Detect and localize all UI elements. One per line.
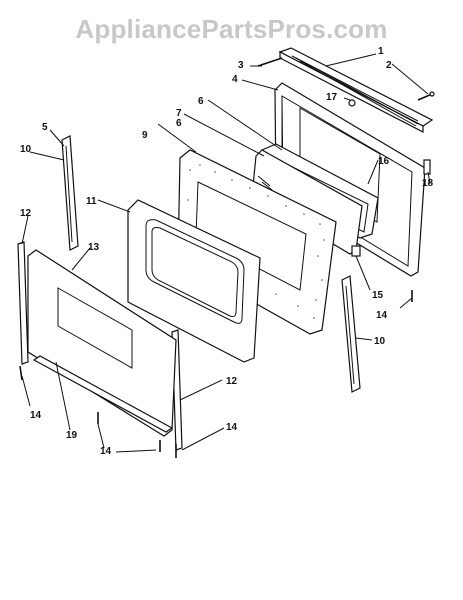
callout-10b: 10 [374, 336, 386, 347]
callout-6a: 6 [198, 96, 204, 107]
part-2-screw [417, 91, 435, 101]
part-11-door-liner [127, 199, 261, 363]
callout-14a: 14 [376, 310, 388, 321]
part-18-clip [423, 159, 431, 175]
callout-13: 13 [88, 242, 100, 253]
part-19-bottom-trim [32, 355, 174, 433]
callout-14d: 14 [226, 422, 238, 433]
callout-12a: 12 [20, 208, 32, 219]
callout-4: 4 [232, 74, 238, 85]
callout-12b: 12 [226, 376, 238, 387]
leader-lines [21, 53, 431, 453]
callout-18: 18 [422, 178, 434, 189]
callout-9: 9 [142, 130, 148, 141]
watermark-text: AppliancePartsPros.com [75, 14, 388, 44]
part-12-side-trim-left [17, 241, 29, 365]
part-14-screws [19, 290, 413, 458]
callout-14c: 14 [100, 446, 112, 457]
callout-17: 17 [326, 92, 338, 103]
part-13-outer-door-panel [27, 249, 177, 437]
callout-14b: 14 [30, 410, 42, 421]
callout-11: 11 [86, 196, 97, 207]
part-1-door-top-vent [278, 47, 434, 133]
part-3-trim-strip [257, 57, 283, 67]
callout-16: 16 [378, 156, 390, 167]
callout-5: 5 [42, 122, 48, 133]
callout-19: 19 [66, 430, 78, 441]
callout-6b: 6 [176, 118, 182, 129]
part-17-screw [348, 99, 356, 107]
callout-7: 7 [176, 108, 182, 119]
part-10-hinge-right [341, 275, 361, 393]
callout-2: 2 [386, 60, 392, 71]
callout-3: 3 [238, 60, 244, 71]
callout-10a: 10 [20, 144, 32, 155]
part-10-hinge-left [61, 135, 79, 251]
callout-1: 1 [378, 46, 384, 57]
part-15-bracket [351, 245, 361, 257]
callout-15: 15 [372, 290, 384, 301]
